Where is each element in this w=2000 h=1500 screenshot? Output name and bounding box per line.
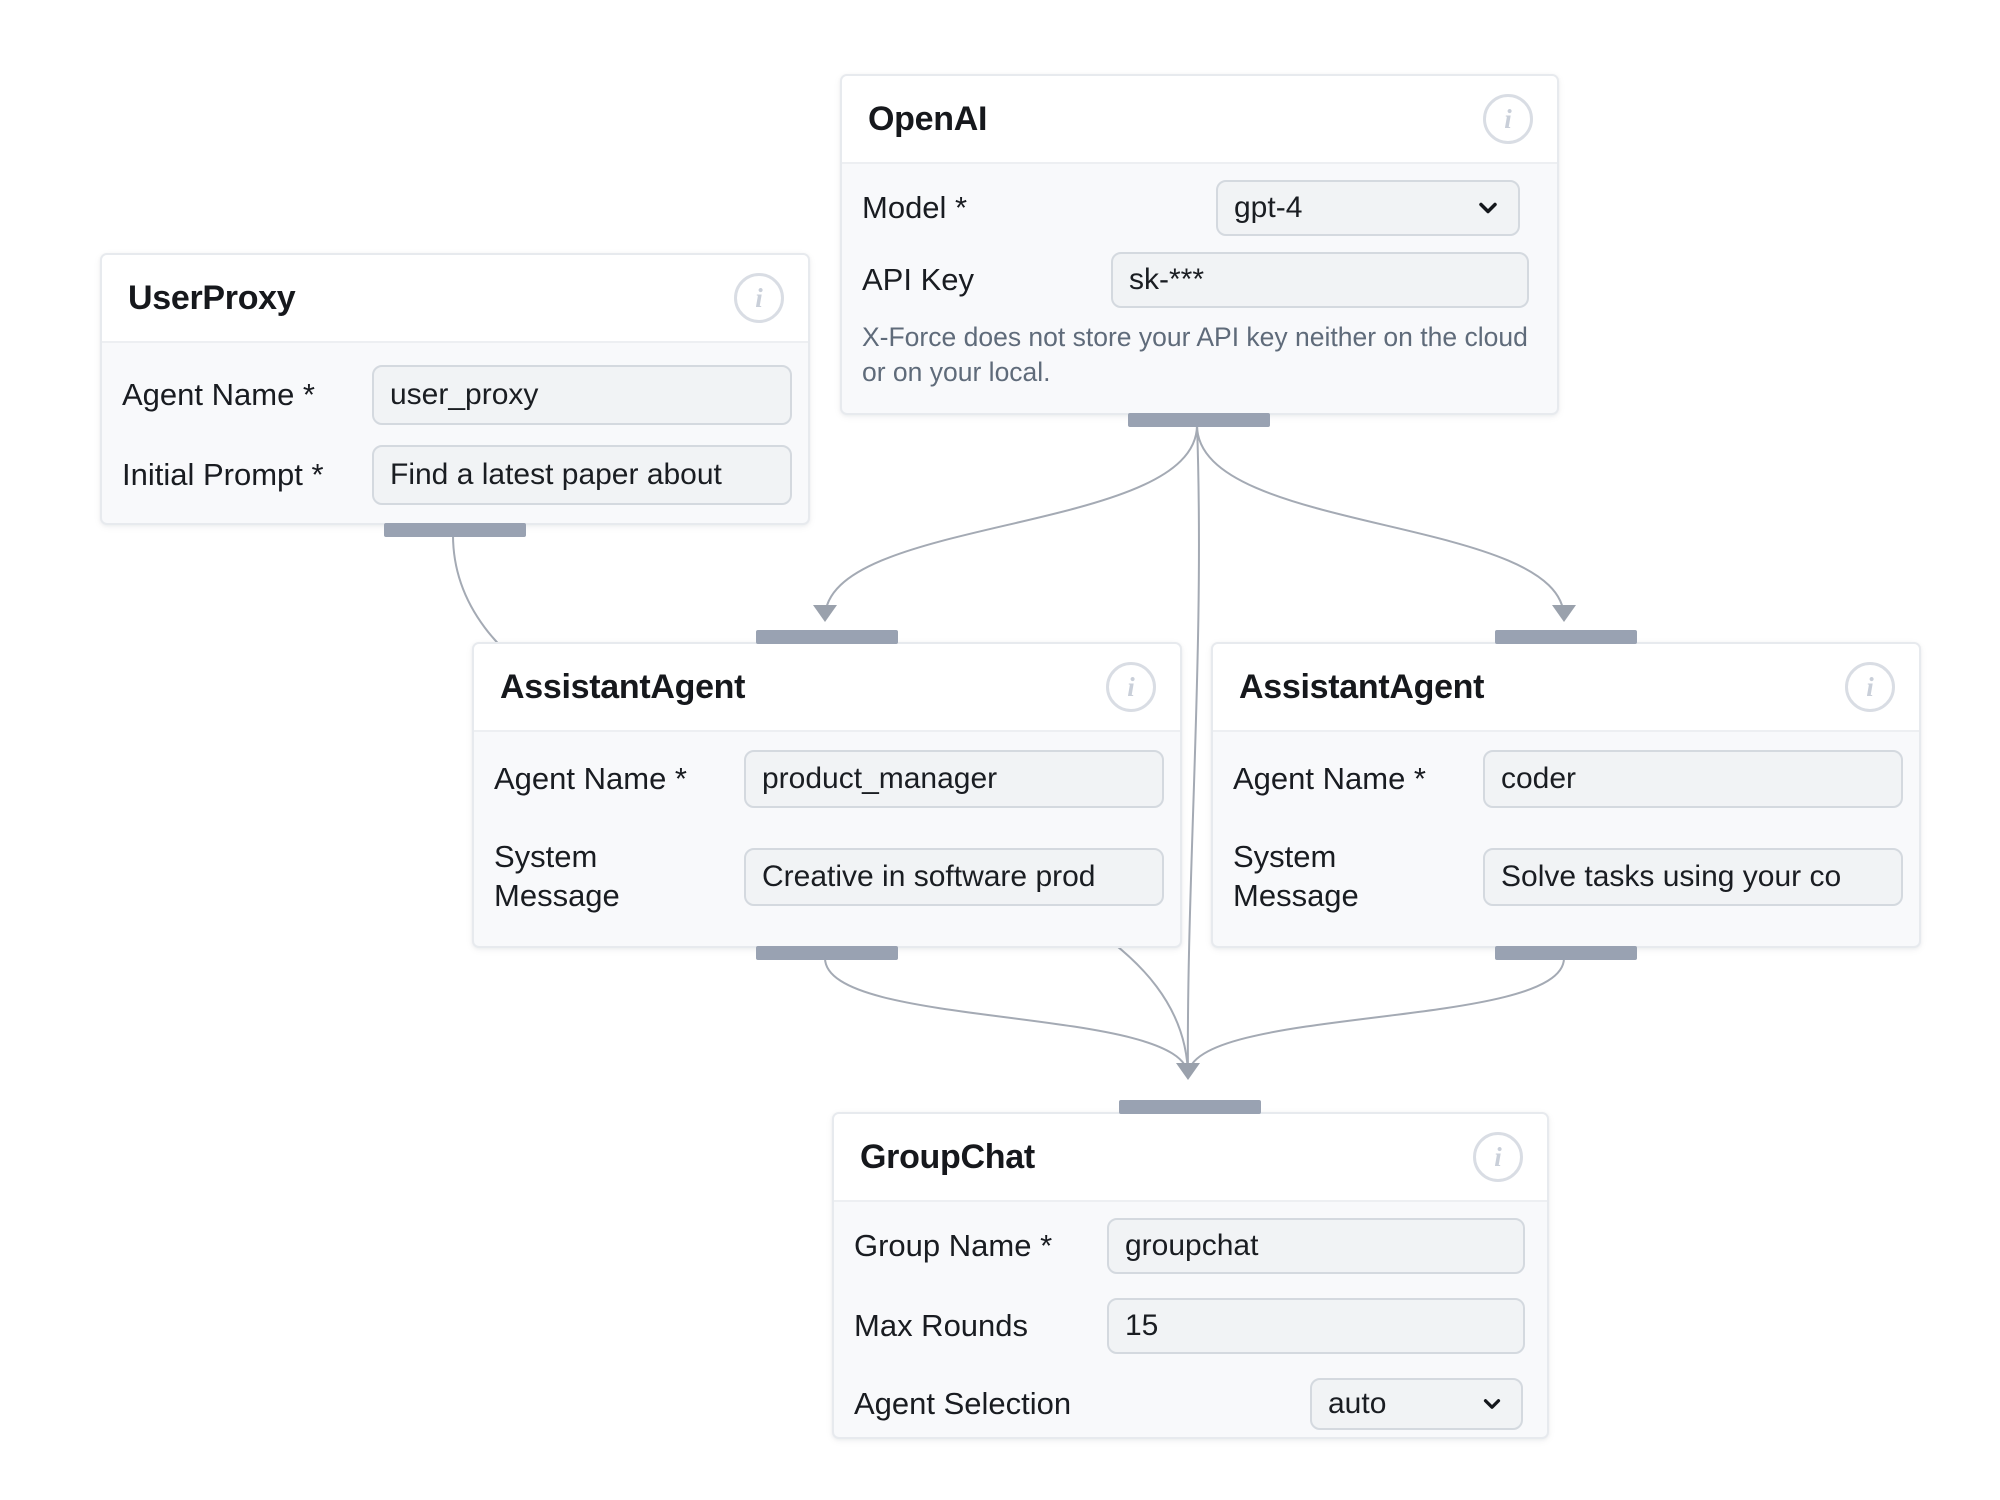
node-title: AssistantAgent [1239,667,1485,706]
node-header[interactable]: GroupChat i [834,1114,1547,1202]
target-handle[interactable] [1495,630,1637,644]
field-label: Agent Name * [1233,760,1426,796]
api-key-input[interactable] [1129,263,1511,297]
field-label: Initial Prompt * [122,456,324,492]
node-openai[interactable]: OpenAI i Model * gpt-4 API Key X-Force d… [840,74,1559,427]
node-assistant-product-manager[interactable]: AssistantAgent i Agent Name * System Mes… [472,630,1182,960]
edge-assistant-product-manager-groupchat[interactable] [824,957,1189,1077]
model-select[interactable]: gpt-4 [1216,180,1520,236]
field-label: System Message [1233,839,1359,913]
arrowhead-icon [813,605,837,622]
node-groupchat[interactable]: GroupChat i Group Name * Max Rounds Agen… [832,1100,1549,1439]
arrowhead-icon [1176,1063,1200,1080]
field-label: Group Name * [854,1227,1053,1263]
agent-name-input[interactable] [762,762,1146,796]
edge-openai-groupchat[interactable] [1186,424,1200,1079]
field-label: Agent Selection [854,1385,1072,1421]
info-icon[interactable]: i [734,273,784,323]
node-header[interactable]: AssistantAgent i [1213,644,1919,732]
node-title: OpenAI [868,99,988,138]
agent-name-input[interactable] [1501,762,1885,796]
initial-prompt-input[interactable] [390,458,774,492]
info-icon[interactable]: i [1483,94,1533,144]
agent-name-input[interactable] [390,378,774,412]
field-label: Agent Name * [122,376,315,412]
chevron-down-icon [1479,1391,1505,1417]
source-handle[interactable] [1128,413,1270,427]
field-label: Model * [862,189,968,225]
node-userproxy[interactable]: UserProxy i Agent Name * Initial Prompt … [100,253,810,537]
api-key-note: X-Force does not store your API key neit… [862,322,1528,388]
field-label: Max Rounds [854,1307,1029,1343]
edge-openai-assistant-product-manager[interactable] [824,424,1198,619]
arrowhead-icon [1552,605,1576,622]
edge-assistant-coder-groupchat[interactable] [1187,957,1565,1077]
source-handle[interactable] [756,946,898,960]
source-handle[interactable] [1495,946,1637,960]
target-handle[interactable] [756,630,898,644]
field-label: API Key [862,261,974,297]
node-header[interactable]: OpenAI i [842,76,1557,164]
info-icon[interactable]: i [1106,662,1156,712]
info-icon[interactable]: i [1473,1132,1523,1182]
field-label: System Message [494,839,620,913]
group-name-input[interactable] [1125,1229,1507,1263]
node-assistant-coder[interactable]: AssistantAgent i Agent Name * System Mes… [1211,630,1921,960]
field-label: Agent Name * [494,760,687,796]
node-header[interactable]: UserProxy i [102,255,808,343]
node-header[interactable]: AssistantAgent i [474,644,1180,732]
node-title: AssistantAgent [500,667,746,706]
chevron-down-icon [1474,194,1502,222]
source-handle[interactable] [384,523,526,537]
max-rounds-input[interactable] [1125,1309,1507,1343]
edge-openai-assistant-coder[interactable] [1196,424,1565,619]
node-title: UserProxy [128,278,296,317]
system-message-input[interactable] [762,860,1146,894]
node-title: GroupChat [860,1137,1035,1176]
system-message-input[interactable] [1501,860,1885,894]
agent-selection-select[interactable]: auto [1310,1378,1523,1430]
info-icon[interactable]: i [1845,662,1895,712]
target-handle[interactable] [1119,1100,1261,1114]
